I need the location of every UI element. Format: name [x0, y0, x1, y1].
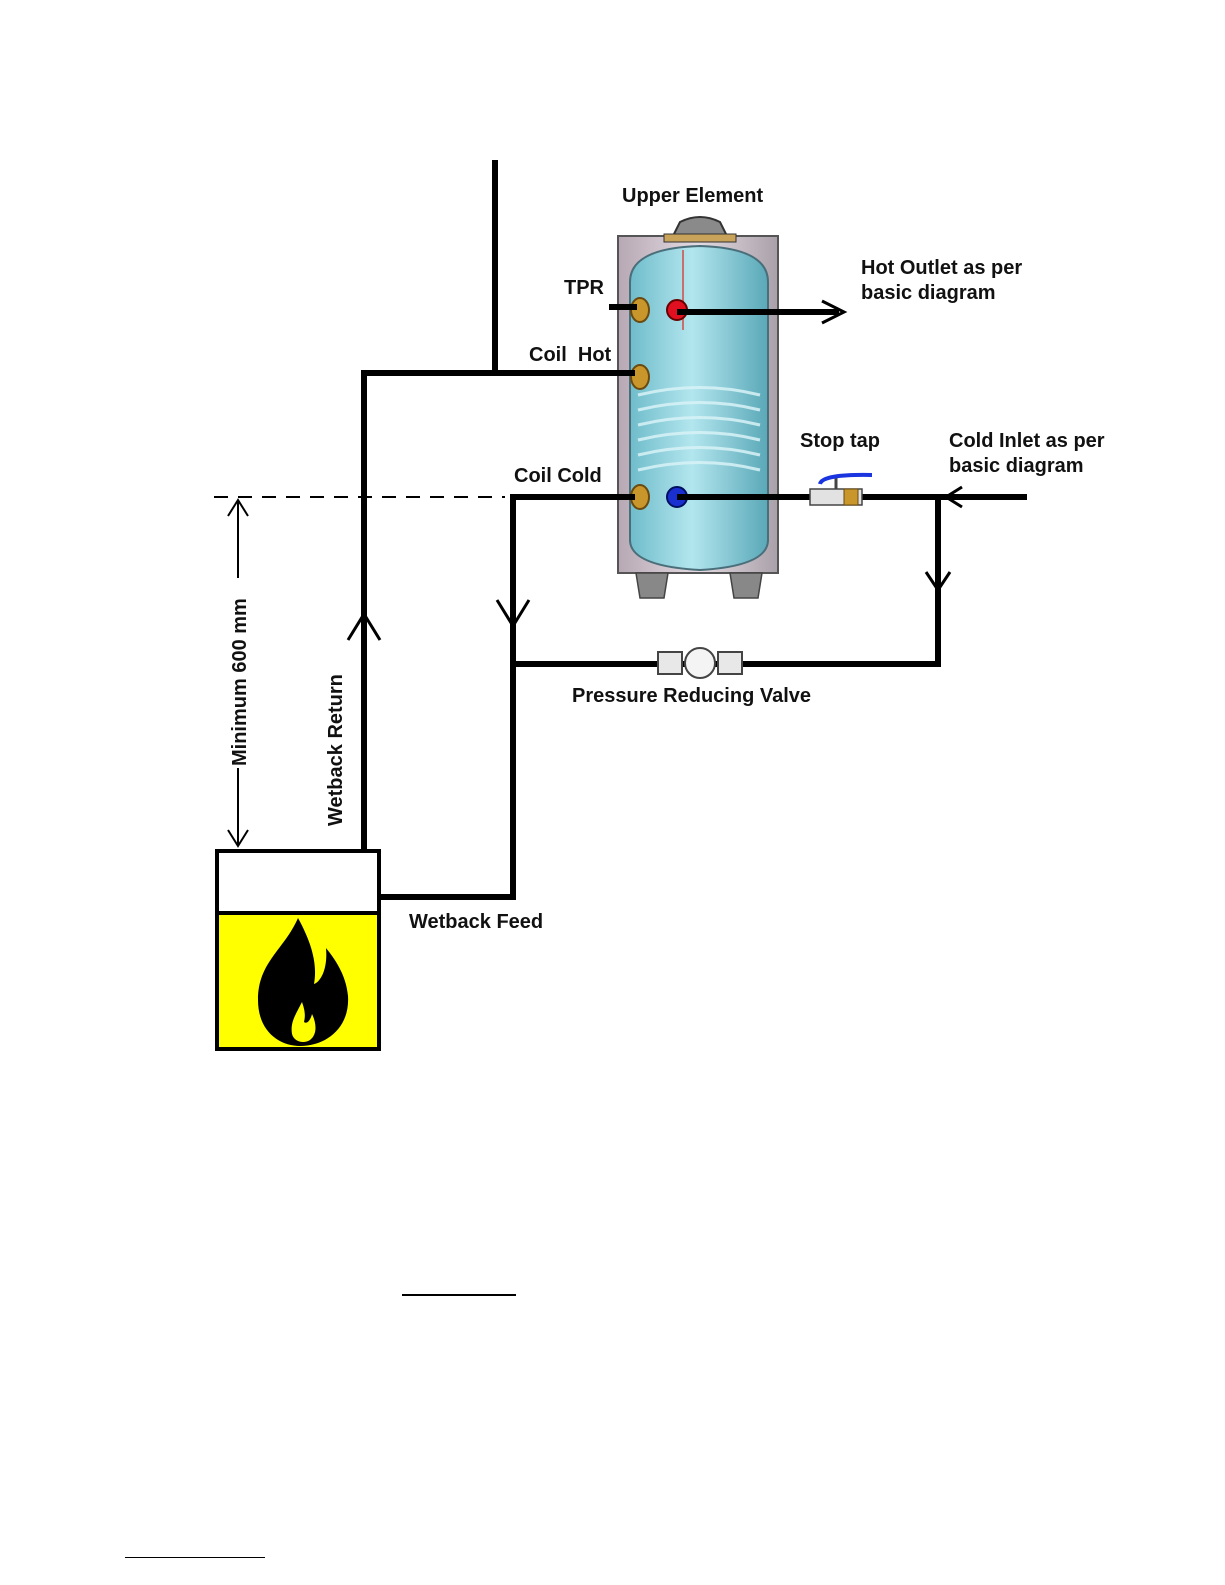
stop-tap-label: Stop tap	[800, 430, 880, 452]
coil-hot-label: Coil Hot	[529, 344, 612, 366]
footnote-separator	[125, 1557, 265, 1558]
upper-element-base	[664, 234, 736, 242]
cylinder-foot-right	[730, 573, 762, 598]
hot-water-cylinder-icon	[618, 217, 778, 598]
pressure-reducing-valve-icon	[658, 648, 742, 678]
hot-outlet-label-line2: basic diagram	[861, 282, 996, 304]
wetback-firebox	[217, 851, 379, 1049]
blank-underline	[402, 1294, 516, 1296]
wetback-feed-label: Wetback Feed	[409, 911, 543, 933]
tpr-label: TPR	[564, 277, 605, 299]
hot-outlet-label-line1: Hot Outlet as per	[861, 257, 1022, 279]
wetback-return-label: Wetback Return	[325, 674, 347, 826]
coil-cold-label: Coil Cold	[514, 465, 602, 487]
cold-inlet-label-line1: Cold Inlet as per	[949, 430, 1105, 452]
pressure-reducing-valve-label: Pressure Reducing Valve	[572, 685, 811, 707]
coil-hot-fitting	[631, 365, 649, 389]
minimum-height-label: Minimum 600 mm	[229, 598, 251, 766]
upper-element-label: Upper Element	[622, 185, 763, 207]
cylinder-foot-left	[636, 573, 668, 598]
cold-inlet-label-line2: basic diagram	[949, 455, 1084, 477]
stop-tap-icon	[810, 475, 872, 505]
wetback-box	[217, 851, 379, 913]
